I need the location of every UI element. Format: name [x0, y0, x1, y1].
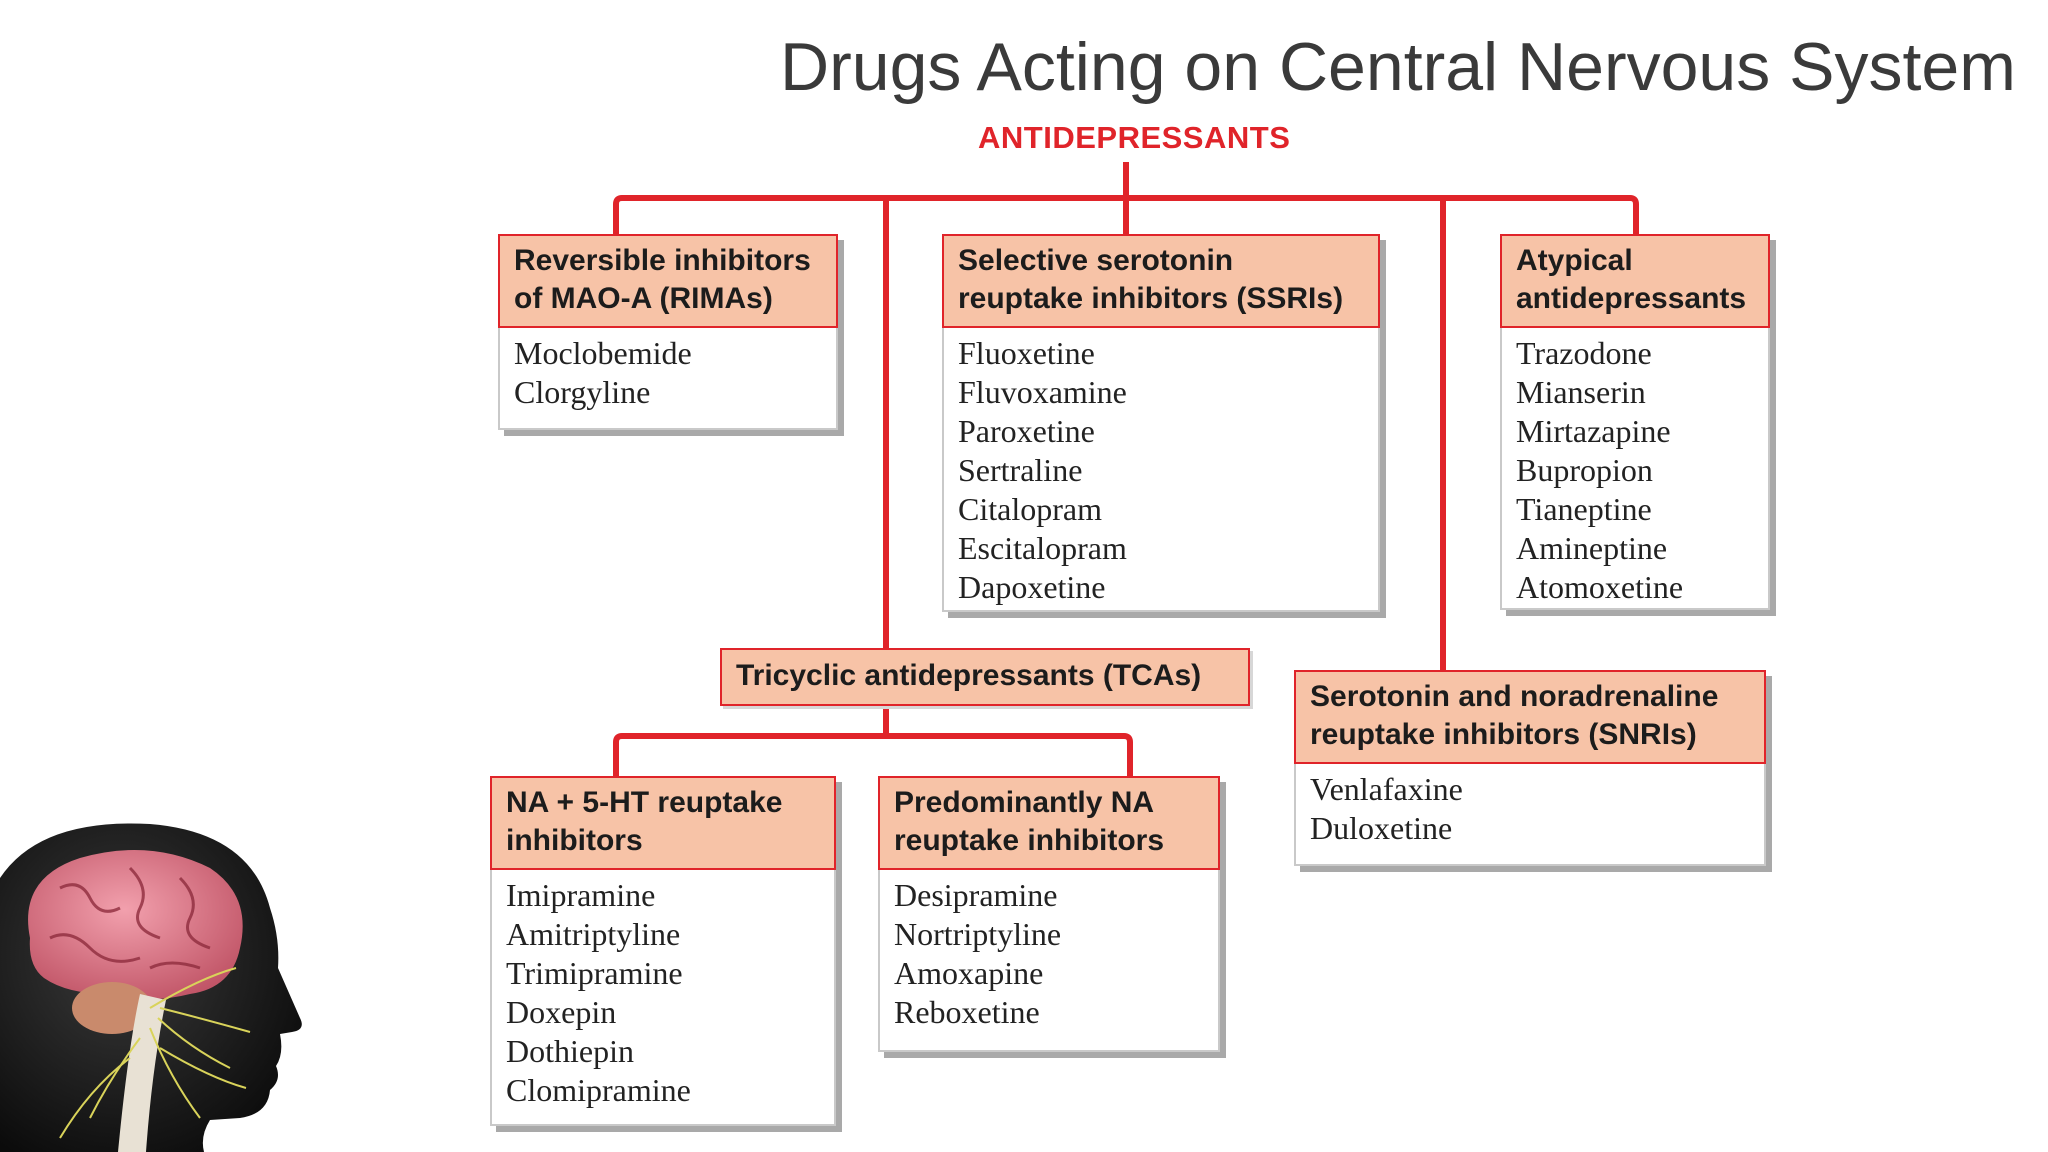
ssris-header: Selective serotonin reuptake inhibitors … [942, 234, 1380, 328]
tcas-header: Tricyclic antidepressants (TCAs) [720, 648, 1250, 706]
rimas-list: Moclobemide Clorgyline [500, 328, 836, 420]
atypical-header: Atypical antidepressants [1500, 234, 1770, 328]
list-item: Amineptine [1516, 530, 1668, 566]
list-item: Tianeptine [1516, 491, 1652, 527]
list-item: Fluvoxamine [958, 374, 1127, 410]
list-item: Trazodone [1516, 335, 1652, 371]
list-item: Paroxetine [958, 413, 1095, 449]
atypical-box: Atypical antidepressants Trazodone Mians… [1500, 234, 1770, 610]
rimas-box: Reversible inhibitors of MAO-A (RIMAs) M… [498, 234, 838, 430]
snris-header: Serotonin and noradrenaline reuptake inh… [1294, 670, 1766, 764]
list-item: Citalopram [958, 491, 1102, 527]
list-item: Imipramine [506, 877, 656, 913]
snris-box: Serotonin and noradrenaline reuptake inh… [1294, 670, 1766, 866]
list-item: Mirtazapine [1516, 413, 1671, 449]
list-item: Mianserin [1516, 374, 1646, 410]
list-item: Atomoxetine [1516, 569, 1684, 605]
list-item: Amitriptyline [506, 916, 681, 952]
list-item: Dothiepin [506, 1033, 634, 1069]
na-5ht-list: Imipramine Amitriptyline Trimipramine Do… [492, 870, 834, 1118]
na-list: Desipramine Nortriptyline Amoxapine Rebo… [880, 870, 1218, 1040]
list-item: Venlafaxine [1310, 771, 1463, 807]
list-item: Dapoxetine [958, 569, 1106, 605]
na-5ht-box: NA + 5-HT reuptake inhibitors Imipramine… [490, 776, 836, 1126]
list-item: Amoxapine [894, 955, 1044, 991]
na-box: Predominantly NA reuptake inhibitors Des… [878, 776, 1220, 1052]
list-item: Reboxetine [894, 994, 1040, 1030]
list-item: Sertraline [958, 452, 1083, 488]
snris-list: Venlafaxine Duloxetine [1296, 764, 1764, 856]
list-item: Nortriptyline [894, 916, 1062, 952]
rimas-header: Reversible inhibitors of MAO-A (RIMAs) [498, 234, 838, 328]
na-header: Predominantly NA reuptake inhibitors [878, 776, 1220, 870]
list-item: Trimipramine [506, 955, 683, 991]
ssris-list: Fluoxetine Fluvoxamine Paroxetine Sertra… [944, 328, 1378, 615]
list-item: Fluoxetine [958, 335, 1095, 371]
list-item: Escitalopram [958, 530, 1127, 566]
list-item: Doxepin [506, 994, 617, 1030]
slide-title: Drugs Acting on Central Nervous System [780, 29, 2016, 105]
list-item: Bupropion [1516, 452, 1653, 488]
human-head-brain-nerves-icon [0, 823, 302, 1152]
list-item: Desipramine [894, 877, 1058, 913]
ssris-box: Selective serotonin reuptake inhibitors … [942, 234, 1380, 612]
list-item: Clomipramine [506, 1072, 691, 1108]
atypical-list: Trazodone Mianserin Mirtazapine Bupropio… [1502, 328, 1768, 615]
root-label: ANTIDEPRESSANTS [978, 120, 1291, 155]
na-5ht-header: NA + 5-HT reuptake inhibitors [490, 776, 836, 870]
list-item: Clorgyline [514, 374, 651, 410]
list-item: Moclobemide [514, 335, 692, 371]
list-item: Duloxetine [1310, 810, 1453, 846]
